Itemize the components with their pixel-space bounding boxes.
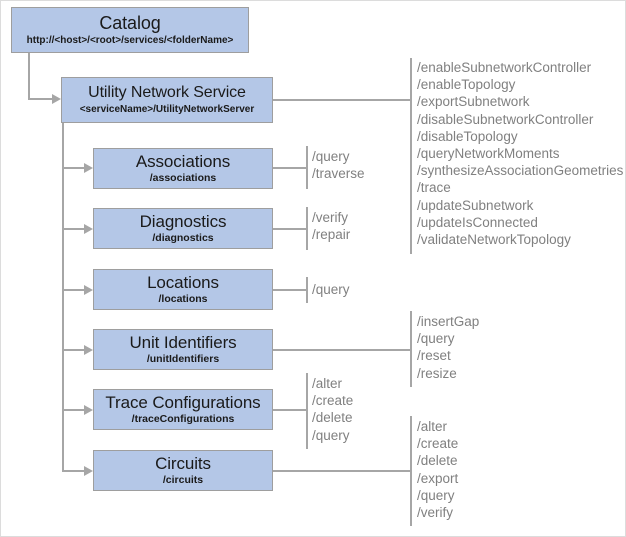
connector-diagnostics-to-operations [273,228,308,230]
connector-unit-identifiers-to-operations [273,349,411,351]
operation-item: /create [312,393,354,409]
operation-item: /alter [312,376,343,391]
operation-item: /updateSubnetwork [417,197,534,213]
arrowhead-associations [84,163,93,173]
operations-list-trace-configurations: /alter /create /delete /query [312,375,353,444]
operation-item: /disableSubnetworkController [417,111,594,127]
operation-item: /query [417,487,455,503]
operation-item: /synthesizeAssociationGeometries [417,163,624,179]
node-locations-subtitle: /locations [158,293,208,306]
operation-item: /validateNetworkTopology [417,232,571,248]
node-circuits[interactable]: Circuits /circuits [93,450,273,491]
node-catalog-title: Catalog [99,12,161,33]
tick-unit-identifiers-operations [410,311,412,387]
connector-trace-configurations-to-operations [273,409,308,411]
tick-diagnostics-operations [306,207,308,250]
node-circuits-title: Circuits [155,453,211,473]
node-catalog-subtitle: http://<host>/<root>/services/<folderNam… [26,34,234,46]
connector-circuits-to-operations [273,470,411,472]
operation-item: /resize [417,365,457,381]
operation-item: /enableTopology [417,77,516,93]
arrowhead-diagnostics [84,224,93,234]
node-associations-title: Associations [135,151,231,171]
node-service-title: Utility Network Service [88,83,246,101]
arrowhead-trace-configurations [84,405,93,415]
tick-service-operations [410,58,412,254]
node-trace-configurations[interactable]: Trace Configurations /traceConfiguration… [93,389,273,430]
operation-item: /repair [312,227,351,243]
operation-item: /delete [417,453,458,469]
node-locations-title: Locations [147,272,219,292]
operation-item: /queryNetworkMoments [417,146,560,162]
node-unit-identifiers-subtitle: /unitIdentifiers [146,353,220,366]
operation-item: /exportSubnetwork [417,94,530,110]
tick-associations-operations [306,146,308,189]
operation-item: /updateIsConnected [417,214,538,230]
operation-item: /traverse [312,166,365,182]
connector-catalog-to-service [28,98,54,100]
operation-item: /create [417,436,459,452]
node-associations-subtitle: /associations [149,172,217,185]
node-trace-configurations-subtitle: /traceConfigurations [131,413,235,426]
node-trace-configurations-title: Trace Configurations [105,392,261,412]
connector-trunk-to-associations [62,167,86,169]
node-unit-identifiers[interactable]: Unit Identifiers /unitIdentifiers [93,329,273,370]
operation-item: /query [312,149,350,164]
connector-trunk-to-locations [62,289,86,291]
operation-item: /verify [312,210,349,225]
arrowhead-catalog-to-service [52,94,61,104]
connector-trunk-to-unit-identifiers [62,349,86,351]
node-catalog[interactable]: Catalog http://<host>/<root>/services/<f… [11,7,249,53]
arrowhead-circuits [84,466,93,476]
operation-item: /trace [417,180,451,196]
operation-item: /reset [417,348,451,364]
node-diagnostics[interactable]: Diagnostics /diagnostics [93,208,273,249]
node-associations[interactable]: Associations /associations [93,148,273,189]
node-diagnostics-subtitle: /diagnostics [152,232,214,245]
operations-list-service: /enableSubnetworkController /enableTopol… [417,59,623,248]
connector-service-trunk [62,123,64,471]
operation-item: /query [417,331,455,347]
operations-list-circuits: /alter /create /delete /export /query /v… [417,418,458,521]
operations-list-unit-identifiers: /insertGap /query /reset /resize [417,313,479,382]
connector-trunk-to-trace-configurations [62,409,86,411]
operations-list-associations: /query /traverse [312,148,365,182]
operations-list-locations: /query [312,281,350,298]
node-service-subtitle: <serviceName>/UtilityNetworkServer [79,103,255,115]
operation-item: /query [312,427,350,443]
arrowhead-locations [84,285,93,295]
tick-locations-operations [306,277,308,303]
tick-circuits-operations [410,416,412,526]
arrowhead-unit-identifiers [84,345,93,355]
operation-item: /insertGap [417,314,480,329]
connector-trunk-to-diagnostics [62,228,86,230]
connector-service-to-operations [273,99,411,101]
connector-trunk-to-circuits [62,470,86,472]
operation-item: /delete [312,410,353,426]
tick-trace-configurations-operations [306,373,308,449]
operation-item: /enableSubnetworkController [417,60,592,75]
node-diagnostics-title: Diagnostics [139,211,227,231]
node-utility-network-service[interactable]: Utility Network Service <serviceName>/Ut… [61,77,273,123]
connector-locations-to-operations [273,289,308,291]
operation-item: /query [312,282,350,297]
operation-item: /export [417,470,459,486]
node-circuits-subtitle: /circuits [162,474,204,487]
connector-catalog-down [28,53,30,100]
node-unit-identifiers-title: Unit Identifiers [129,332,237,352]
operation-item: /alter [417,419,448,434]
operation-item: /verify [417,505,454,521]
connector-associations-to-operations [273,167,308,169]
operation-item: /disableTopology [417,128,518,144]
node-locations[interactable]: Locations /locations [93,269,273,310]
operations-list-diagnostics: /verify /repair [312,209,350,243]
